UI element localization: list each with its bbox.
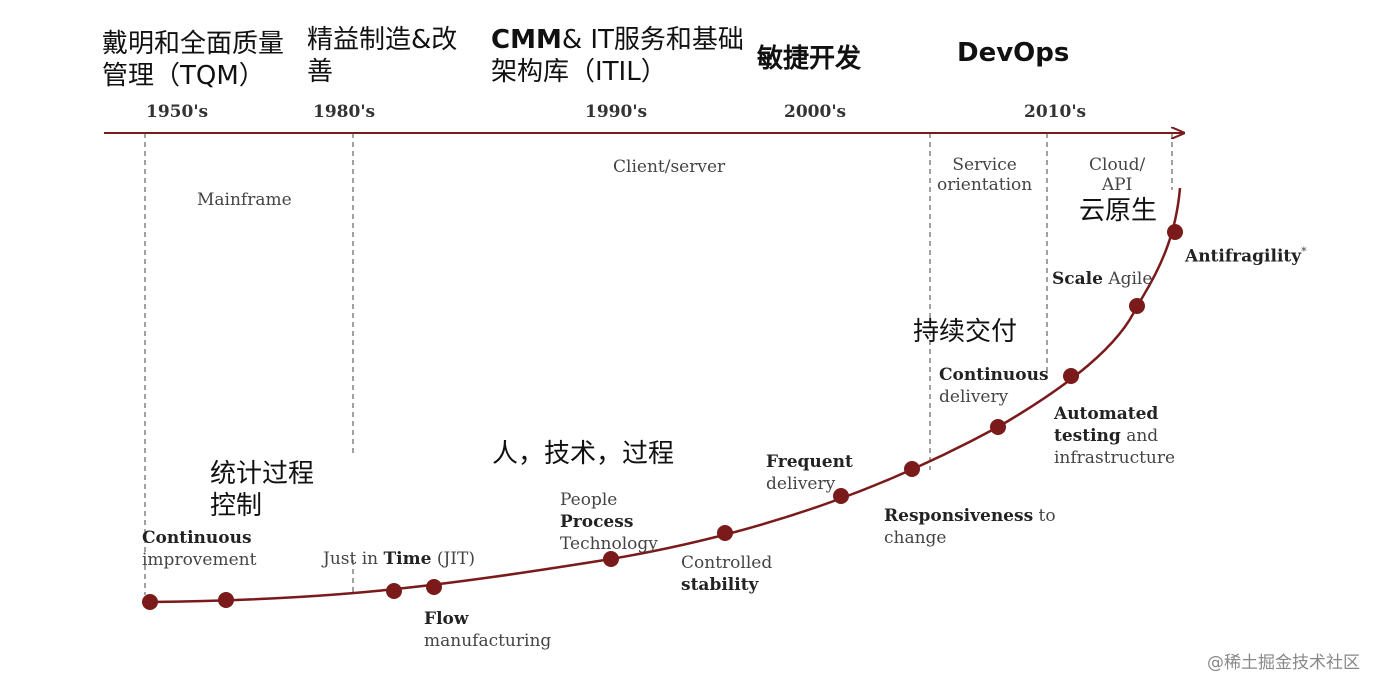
devops-label: DevOps xyxy=(957,38,1070,68)
decade-label: 1950's xyxy=(146,102,209,122)
milestone-frequent-delivery: Frequent delivery xyxy=(766,452,853,494)
milestone-dot xyxy=(904,461,920,477)
era-service-orientation: Service orientation xyxy=(937,155,1033,195)
tqm-label: 戴明和全面质量 管理（TQM） xyxy=(102,29,285,91)
milestone-dot xyxy=(833,488,849,504)
milestone-automated-testing: Automated testing and infrastructure xyxy=(1054,404,1176,468)
milestone-responsiveness: Responsiveness to change xyxy=(884,506,1056,548)
milestone-flow: Flow manufacturing xyxy=(424,609,552,651)
milestone-dot xyxy=(1167,224,1183,240)
era-client-server: Client/server xyxy=(613,157,726,177)
milestone-jit: Just in Time (JIT) xyxy=(323,549,475,569)
milestone-dot xyxy=(142,594,158,610)
milestone-dot xyxy=(1063,368,1079,384)
milestone-controlled-stability: Controlled stability xyxy=(681,553,773,595)
milestone-dot xyxy=(717,525,733,541)
milestone-dot xyxy=(386,583,402,599)
milestone-antifragility: Antifragility* xyxy=(1185,245,1307,267)
milestone-dot xyxy=(218,592,234,608)
spc-label: 统计过程 控制 xyxy=(210,459,315,521)
decade-label: 1980's xyxy=(313,102,376,122)
milestone-dot xyxy=(603,551,619,567)
era-mainframe: Mainframe xyxy=(197,190,292,210)
milestone-continuous-delivery: Continuous delivery xyxy=(939,365,1049,407)
era-cloud-api: Cloud/ API xyxy=(1089,155,1146,195)
milestone-dot xyxy=(1129,298,1145,314)
agile-label: 敏捷开发 xyxy=(757,44,862,74)
decade-label: 1990's xyxy=(585,102,648,122)
cmm-itil-label: CMM& IT服务和基础 架构库（ITIL） xyxy=(491,25,744,87)
milestone-people-process-technology: People Process Technology xyxy=(560,490,658,554)
milestone-continuous-improvement: Continuous improvement xyxy=(142,528,257,570)
cloud-native-label: 云原生 xyxy=(1079,196,1158,226)
decade-label: 2000's xyxy=(784,102,847,122)
milestone-scale-agile: Scale Agile xyxy=(1052,269,1153,289)
lean-label: 精益制造&改 善 xyxy=(307,25,458,87)
milestone-dot xyxy=(426,579,442,595)
continuous-delivery-cn-label: 持续交付 xyxy=(913,317,1018,347)
people-tech-process-cn-label: 人，技术，过程 xyxy=(492,439,675,469)
watermark: @稀土掘金技术社区 xyxy=(1207,653,1360,673)
decade-label: 2010's xyxy=(1024,102,1087,122)
milestone-dot xyxy=(990,419,1006,435)
